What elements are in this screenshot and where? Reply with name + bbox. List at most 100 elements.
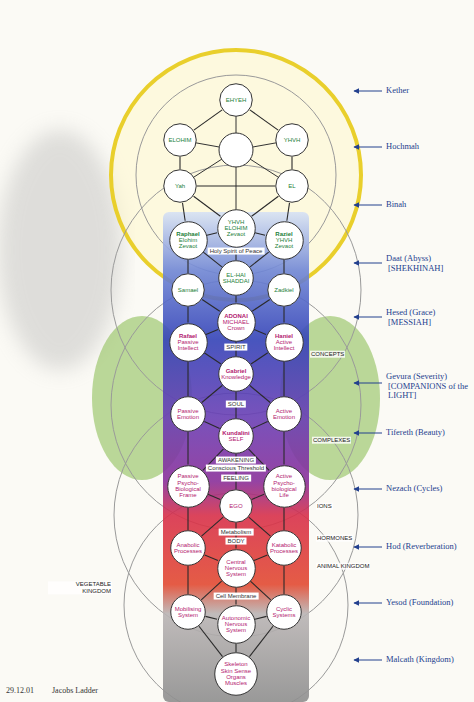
path-line [202,386,222,403]
node-label: Haniel [269,333,299,339]
node-label: Central Nervous System [221,559,251,578]
sephirah-name: Hod (Reverberation) [386,542,457,551]
annotation: ANIMAL KINGDOM [316,563,370,570]
sephirah-name: Malcath (Kingdom) [386,655,454,664]
node-text: EL-HAI SHADDAI [221,272,251,285]
band-label: SOUL [226,401,246,408]
path-line [187,307,188,323]
node-label: EL-HAI SHADDAI [221,272,251,285]
band-label: BODY [225,538,246,545]
node-text: Active Emotion [269,408,299,421]
sephirah-circle: ELOHIM [163,123,197,157]
sephirah-circle: Samael [171,273,205,307]
node-label: MICHAEL [221,319,251,325]
sephirah-circle: Active Emotion [266,396,302,432]
sephirah-circle: RazielYHVH Zevaot [265,221,304,260]
path-line [194,110,222,130]
path-line [250,386,270,403]
node-label: Gabriel [221,368,251,374]
annotation: COMPLEXES [312,437,351,444]
sephirah-circle: Anabolic Processes [170,530,206,566]
node-label: Active Emotion [269,408,299,421]
sephirah-circle: Active Psycho-biological Life [263,465,306,508]
node-label: Rafael [173,333,203,339]
sephirah-circle: Katabolic Processes [266,530,302,566]
shading [0,130,122,370]
sephirah-name: [SHEKHINAH] [388,264,443,273]
sephirah-circle: EL [275,169,309,203]
node-label: EGO [221,503,251,509]
path-line [283,508,284,531]
path-line [252,422,267,429]
path-line [205,616,217,619]
band-label: Conscious Threshold [206,465,266,472]
path-line [283,260,284,274]
band-label: AWAKENING [216,457,256,464]
path-line [252,196,279,216]
path-line [207,233,217,236]
node-text: Anabolic Processes [173,542,203,555]
annotation: VEGETABLE KINGDOM [48,581,112,594]
node-label: Passive Psycho-Biological Frame [173,473,203,498]
band-label: Metabolism [219,529,254,536]
node-label: Mobilising System [173,606,203,619]
sephirah-name: Hesed (Grace) [386,308,435,317]
sephirah-circle: EHYEH [219,83,253,117]
node-label: YHVH [277,137,307,143]
sephirah-circle: Central Nervous System [217,549,256,588]
colour-column [163,212,309,702]
path-line [235,523,236,549]
path-line [250,110,278,130]
sephirah-circle: Cyclic Systems [266,594,302,630]
sephirah-circle: ADONAIMICHAELCrown [217,303,256,342]
node-label: Autonomic Nervous System [221,615,251,634]
path-line [187,566,188,594]
signature: Jacobs Ladder [52,686,98,695]
node-text: YHVH [277,137,307,143]
sephirah-circle: HanielActive Intellect [265,323,304,362]
sephirah-circle: Zadkiel [267,273,301,307]
path-line [197,185,275,186]
node-text: Samael [173,287,203,293]
path-line [283,307,284,323]
node-label: Active Psycho-biological Life [269,473,299,498]
sephirah-name: Nezach (Cycles) [386,484,442,493]
path-line [251,353,268,364]
path-line [187,508,188,531]
sephirah-circle: RaphaelElohim Zevaot [169,221,208,260]
node-text: YHVH ELOHIM Zevaot [221,219,251,238]
node-label: Passive Intellect [173,339,203,352]
node-text: KundaliniSELF [221,430,251,443]
sephirah-circle: Yah [163,169,197,203]
node-text: Central Nervous System [221,559,251,578]
node-label: EL [277,183,307,189]
path-line [187,432,188,465]
node-text: Yah [165,183,195,189]
path-line [283,566,284,594]
path-line [204,353,221,364]
band-label: Cell Membrane [214,593,259,600]
node-text: EL [277,183,307,189]
sephirah-circle: Autonomic Nervous System [217,605,256,644]
band-label: SPIRIT [224,344,247,351]
node-text: Zadkiel [269,287,299,293]
node-label: YHVH ELOHIM Zevaot [221,219,251,238]
annotation: HORMONES [316,535,353,542]
path-line [291,157,292,169]
node-label: Yah [165,183,195,189]
sephirah-circle: EL-HAI SHADDAI [218,260,254,296]
path-line [235,644,236,653]
sephirah-circle: GabrielKnowledge [218,356,254,392]
signature: 29.12.01 [6,686,34,695]
node-text: Katabolic Processes [269,542,299,555]
node-text: Autonomic Nervous System [221,615,251,634]
node-label: Cyclic Systems [269,606,299,619]
sephirah-name: Hochmah [386,142,419,151]
sephirah-name: Yesod (Foundation) [386,598,453,607]
sephirah-name: Kether [386,86,409,95]
node-text: HanielActive Intellect [269,333,299,352]
sephirah-circle: EGO [219,489,253,523]
sephirah-name: Binah [386,200,406,209]
node-text: RaphaelElohim Zevaot [173,231,203,250]
path-line [205,555,218,561]
